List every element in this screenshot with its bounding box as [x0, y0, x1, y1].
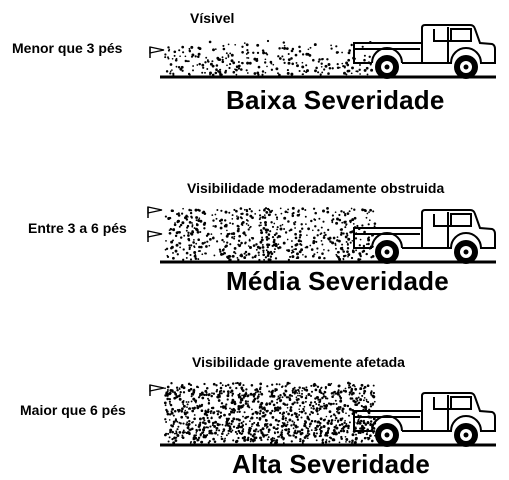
- severity-label: Alta Severidade: [232, 449, 431, 479]
- pickup-truck-icon: [353, 209, 496, 264]
- severity-label: Baixa Severidade: [226, 85, 445, 115]
- high-severity-scene: [149, 381, 496, 447]
- flag-marker-icon: [149, 384, 165, 396]
- severity-label: Média Severidade: [226, 266, 449, 296]
- dust-cloud: [163, 381, 377, 445]
- visibility-label: Visibilidade moderadamente obstruida: [187, 180, 445, 196]
- dust-cloud: [164, 39, 374, 77]
- dust-cloud: [164, 206, 377, 262]
- flag-marker-icon: [147, 230, 163, 242]
- height-label: Menor que 3 pés: [12, 40, 123, 56]
- flag-marker-icon: [149, 46, 165, 58]
- pickup-truck-icon: [353, 392, 496, 447]
- medium-severity-scene: [147, 206, 496, 264]
- visibility-label: Vísivel: [190, 10, 235, 26]
- visibility-label: Visibilidade gravemente afetada: [192, 354, 405, 370]
- height-label: Entre 3 a 6 pés: [28, 220, 127, 236]
- flag-marker-icon: [147, 206, 163, 218]
- low-severity-scene: [149, 24, 496, 79]
- height-label: Maior que 6 pés: [20, 402, 126, 418]
- pickup-truck-icon: [353, 24, 496, 79]
- low-severity-panel: Vísivel Menor que 3 pés Baixa Severidade: [0, 0, 509, 130]
- high-severity-panel: Visibilidade gravemente afetada Maior qu…: [0, 345, 509, 479]
- medium-severity-panel: Visibilidade moderadamente obstruida Ent…: [0, 170, 509, 300]
